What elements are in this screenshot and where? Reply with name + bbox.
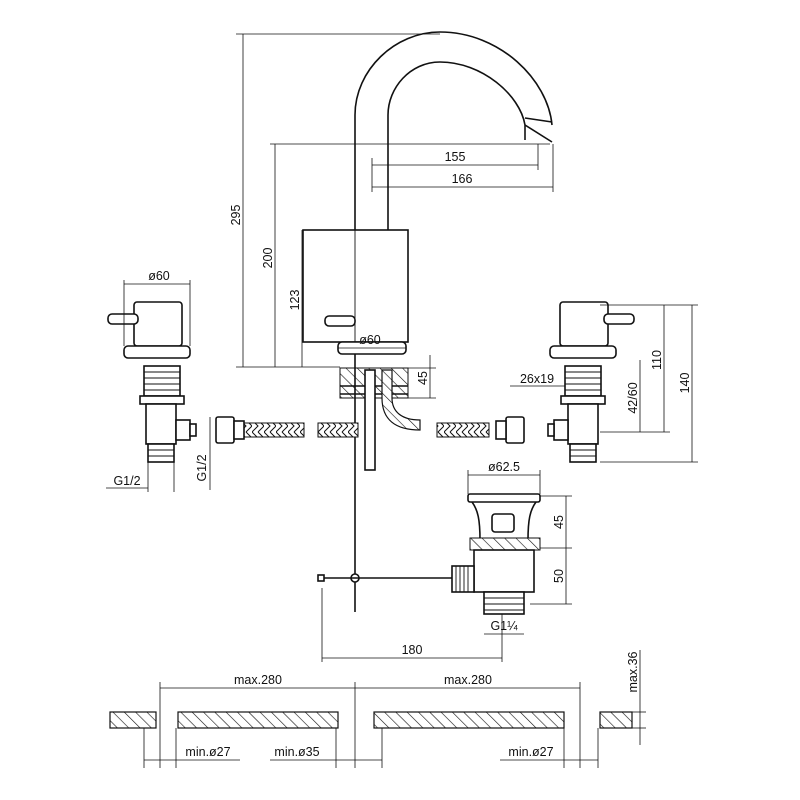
dim-spout-outlet-height: 200 [261, 248, 275, 269]
dim-spout-reach-155: 155 [445, 150, 466, 164]
dim-drain-dia: ø62.5 [488, 460, 520, 474]
dim-spout-reach-166: 166 [452, 172, 473, 186]
dim-left-inlet-thread: G1/2 [113, 474, 140, 488]
drain-assembly [451, 493, 541, 615]
hoses [215, 416, 525, 444]
dim-hole-left: min.ø27 [185, 745, 230, 759]
dim-right-height-110: 110 [650, 350, 664, 370]
dim-spacing-left: max.280 [234, 673, 282, 687]
left-valve [107, 301, 197, 463]
dim-right-wrench-size: 26x19 [520, 372, 554, 386]
dim-total-height: 295 [229, 205, 243, 226]
countertop-section [109, 711, 633, 729]
dim-drain-height-50: 50 [552, 569, 566, 583]
dim-spacing-right: max.280 [444, 673, 492, 687]
dim-deck-depth: 45 [416, 371, 430, 385]
dim-counter-thickness: max.36 [626, 651, 640, 692]
dim-hole-right: min.ø27 [508, 745, 553, 759]
dim-body-height: 123 [288, 290, 302, 311]
dimension-labels: 295 200 123 155 166 ø60 45 ø60 G1/2 G1/2… [113, 150, 692, 759]
dim-spout-base-dia: ø60 [359, 333, 381, 347]
right-valve [547, 301, 635, 463]
dim-drain-height-45: 45 [552, 515, 566, 529]
dim-right-range: 42/60 [626, 382, 640, 413]
dimension-lines [106, 33, 698, 768]
dim-drain-thread: G1¼ [490, 619, 518, 633]
dim-hole-center: min.ø35 [274, 745, 319, 759]
dim-left-handle-dia: ø60 [148, 269, 170, 283]
dim-rod-length: 180 [402, 643, 423, 657]
dim-right-height-140: 140 [678, 373, 692, 394]
dim-left-connector-thread: G1/2 [195, 454, 209, 481]
